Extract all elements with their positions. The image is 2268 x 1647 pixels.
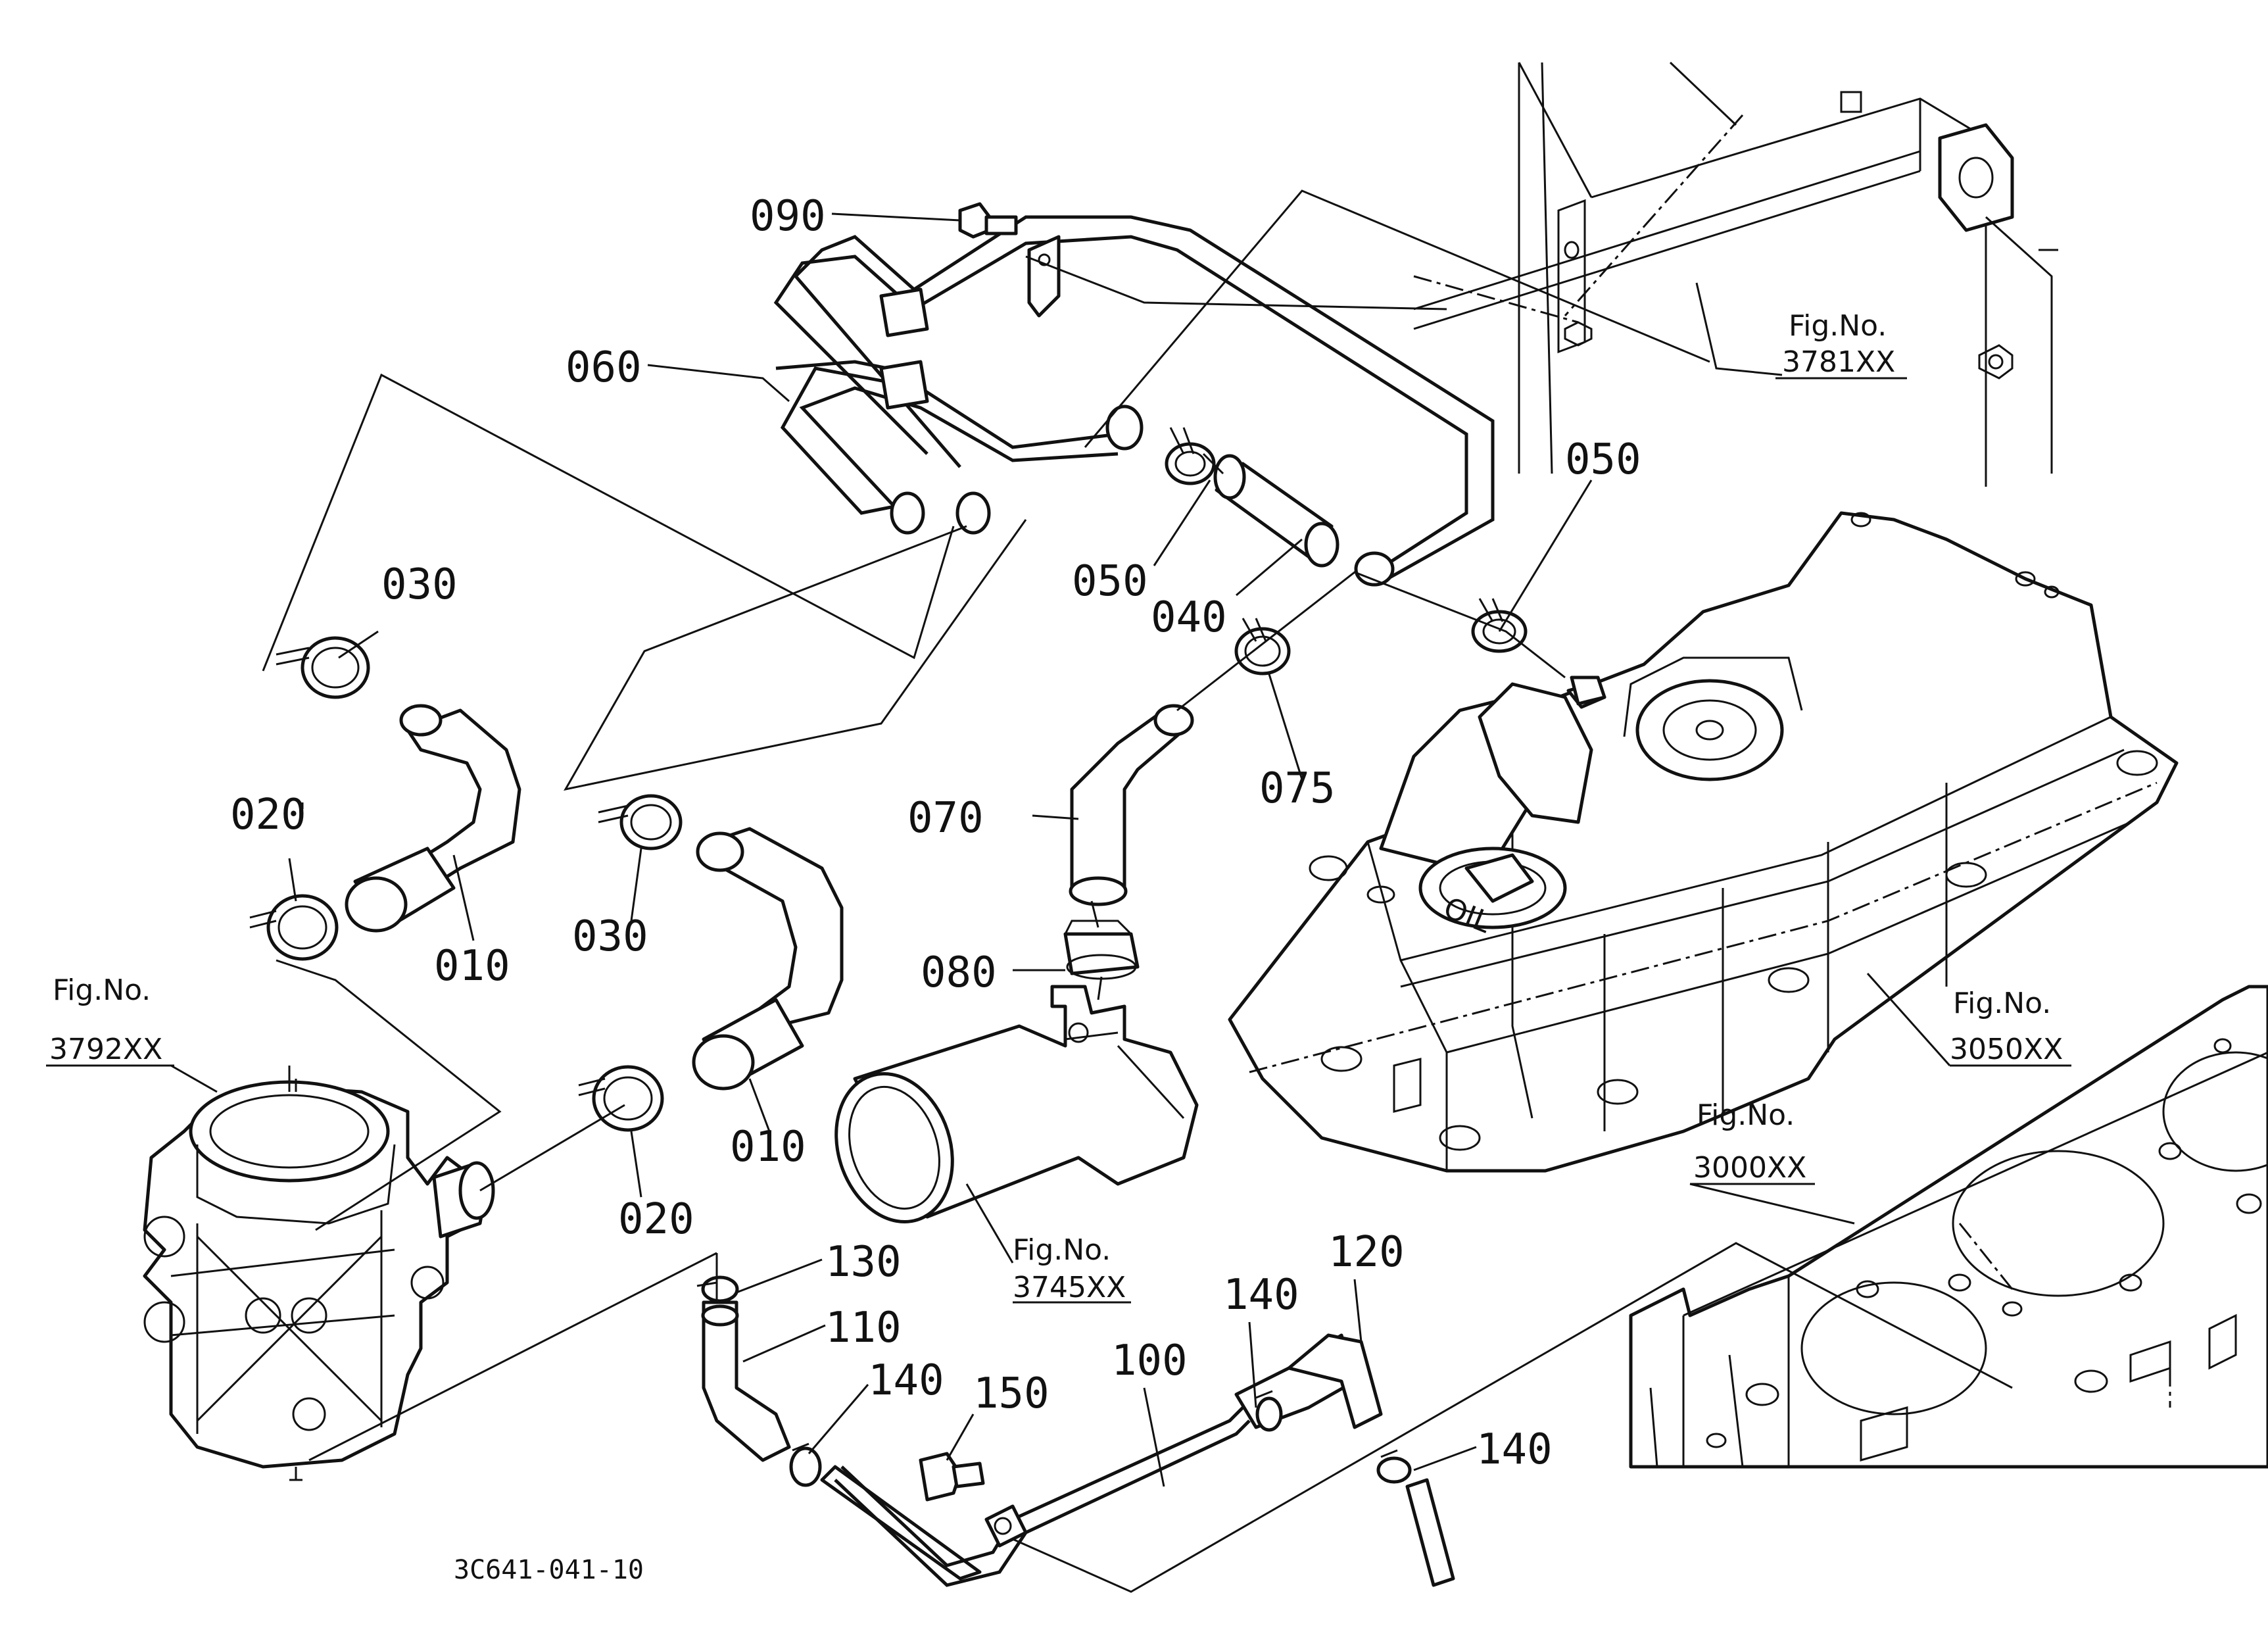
fig-ref-3792-number: 3792XX — [49, 1033, 162, 1066]
callout-010-right: 010 — [730, 1123, 806, 1171]
fig-ref-3000-title: Fig.No. — [1697, 1098, 1795, 1132]
frame-bracket-drawing — [1413, 61, 2058, 487]
callout-140-middle: 140 — [1223, 1271, 1299, 1319]
callout-050-upper: 050 — [1072, 557, 1148, 606]
intake-tube-drawing — [834, 985, 1199, 1223]
clamp-080-drawing — [1063, 920, 1140, 980]
callout-010-left: 010 — [434, 942, 510, 991]
callout-070: 070 — [907, 794, 984, 843]
clamp-050-top-drawing — [1165, 427, 1216, 485]
hose-010-right-drawing — [692, 827, 844, 1091]
rocker-cover-drawing: OIL — [1228, 511, 2179, 1173]
figure-ref-leaders — [46, 282, 2071, 1304]
callout-075: 075 — [1259, 764, 1336, 813]
routing-lines — [262, 189, 2013, 1593]
fig-ref-3792-title: Fig.No. — [53, 973, 151, 1007]
callout-030-right: 030 — [572, 912, 648, 961]
clamp-020-left-drawing — [249, 894, 339, 961]
callout-140-right: 140 — [1476, 1425, 1553, 1474]
clamp-020-right-drawing — [578, 1065, 664, 1132]
fig-ref-3745-number: 3745XX — [1013, 1271, 1126, 1304]
fig-ref-3050-title: Fig.No. — [1953, 987, 2051, 1020]
clamp-050-right-drawing — [1471, 598, 1606, 706]
clamp-030-left-drawing — [276, 636, 370, 699]
drawing-code: 3C641-041-10 — [454, 1555, 644, 1585]
fig-ref-3050-number: 3050XX — [1950, 1033, 2063, 1066]
clamp-030-right-drawing — [598, 794, 683, 850]
callout-labels: 090 060 050 050 040 030 030 075 070 020 … — [230, 192, 1641, 1474]
lower-breather-tubes-drawing — [701, 1300, 1455, 1587]
cylinder-block-drawing — [1629, 985, 2268, 1469]
figure-references: Fig.No. 3781XX Fig.No. 3792XX Fig.No. 30… — [49, 309, 2063, 1304]
callout-050-right: 050 — [1565, 435, 1641, 484]
callout-020-right: 020 — [618, 1195, 694, 1244]
callout-140-left: 140 — [868, 1356, 944, 1405]
fig-ref-3781-title: Fig.No. — [1789, 309, 1887, 343]
callout-060: 060 — [566, 343, 642, 392]
callout-030-left: 030 — [381, 560, 458, 609]
callout-110: 110 — [825, 1304, 902, 1352]
bolt-090-drawing — [958, 202, 1018, 239]
fig-ref-3745-title: Fig.No. — [1013, 1233, 1111, 1267]
pipe-060-drawing — [773, 215, 1495, 587]
callout-150: 150 — [973, 1369, 1050, 1418]
callout-leaders — [288, 212, 1593, 1487]
fig-ref-3000-number: 3000XX — [1693, 1151, 1806, 1185]
hose-010-left-drawing — [345, 704, 521, 933]
callout-120: 120 — [1328, 1228, 1405, 1277]
callout-100: 100 — [1111, 1337, 1188, 1385]
clamp-075-drawing — [1234, 618, 1291, 676]
callout-020-left: 020 — [230, 791, 306, 839]
hose-040-drawing — [1213, 454, 1339, 568]
fig-ref-3781-number: 3781XX — [1782, 345, 1895, 379]
hose-070-drawing — [1069, 704, 1194, 906]
callout-080: 080 — [921, 948, 997, 997]
callout-040: 040 — [1151, 593, 1227, 642]
callout-130: 130 — [825, 1238, 902, 1287]
small-clamps-drawing — [696, 1275, 1412, 1487]
callout-090: 090 — [750, 192, 826, 241]
